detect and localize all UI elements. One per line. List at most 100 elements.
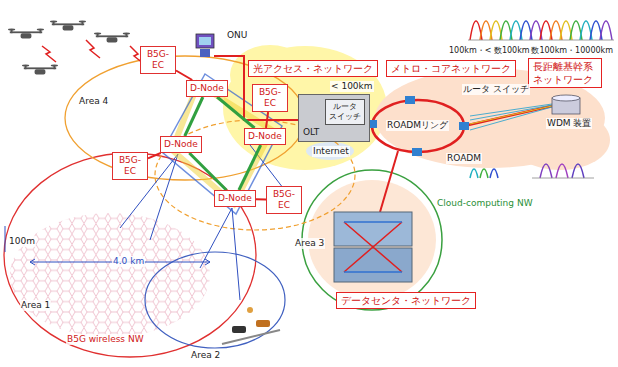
- cloud-label: Internet: [312, 146, 350, 157]
- distance-label: 数100km・10000km: [530, 45, 614, 56]
- onu-icon: [199, 37, 211, 45]
- area-label: Area 3: [294, 238, 325, 249]
- wdm-device: [552, 95, 580, 101]
- dimension-label: 100m: [8, 236, 36, 247]
- optical-spectrum: [540, 164, 552, 178]
- vehicles: [247, 307, 253, 313]
- data-center-photo: [344, 222, 402, 272]
- data-center-photo: [344, 222, 402, 272]
- drones: [8, 29, 44, 39]
- access-link: [148, 153, 161, 158]
- metro-ring: [470, 106, 552, 124]
- distance-label: 100km・< 数100km: [448, 45, 531, 56]
- optical-spectrum: [480, 169, 488, 178]
- drones: [22, 65, 58, 75]
- node-text: B5G-EC: [144, 49, 172, 71]
- network-clouds: [510, 110, 610, 170]
- vehicles: [222, 330, 280, 344]
- device-label: ONU: [226, 30, 248, 41]
- distance-label: < 100km: [330, 81, 374, 92]
- metro-ring: [405, 96, 415, 104]
- metro-ring: [470, 104, 552, 130]
- node-text: ルータ スイッチ: [328, 102, 362, 122]
- node-text: 長距離基幹系 ネットワーク: [533, 60, 597, 86]
- node-text: B5G-EC: [116, 155, 144, 177]
- onu-icon: [196, 34, 298, 120]
- optical-spectrum: [556, 164, 568, 178]
- radio-links: [150, 154, 178, 240]
- node-text: D-Node: [218, 193, 252, 204]
- network-tag: 光アクセス・ネットワーク: [248, 60, 378, 77]
- optical-spectrum: [468, 40, 614, 41]
- edge-computer-box: B5G-EC: [140, 46, 176, 74]
- node-text: 光アクセス・ネットワーク: [253, 62, 373, 75]
- dimension-lines: [5, 226, 6, 252]
- access-link: [256, 198, 266, 200]
- network-clouds: [223, 45, 610, 310]
- ring-label: ROADMリング: [386, 120, 449, 131]
- data-center-photo: [334, 212, 412, 246]
- vehicles: [256, 320, 270, 327]
- node-text: B5G-EC: [256, 87, 284, 109]
- edge-computer-box: B5G-EC: [252, 84, 288, 112]
- network-label: B5G wireless NW: [66, 334, 145, 345]
- network-label: Cloud-computing NW: [436, 198, 534, 209]
- network-clouds: [306, 142, 354, 160]
- area-label: Area 4: [78, 96, 109, 107]
- d-node-box: D-Node: [160, 136, 202, 153]
- access-link: [176, 71, 192, 80]
- d-node-box: D-Node: [186, 80, 228, 97]
- dimension-lines: [5, 226, 210, 265]
- dimension-label: 4.0 km: [112, 256, 145, 267]
- network-clouds: [308, 180, 436, 300]
- equipment-label: ROADM: [446, 153, 482, 164]
- node-text: D-Node: [248, 131, 282, 142]
- wdm-device: [552, 95, 580, 114]
- metro-ring: [372, 100, 464, 152]
- ring-link: [239, 145, 261, 190]
- drones: [86, 40, 100, 58]
- ring-link: [217, 97, 254, 128]
- metro-ring: [380, 151, 398, 212]
- optical-spectrum: [572, 164, 584, 178]
- router-switch-box: ルータ スイッチ: [325, 99, 365, 125]
- ring-link: [189, 153, 226, 190]
- equipment-label: WDM 装置: [546, 118, 592, 129]
- optical-spectrum: [600, 21, 612, 40]
- area-outlines: [10, 213, 210, 337]
- network-tag: 長距離基幹系 ネットワーク: [528, 58, 602, 88]
- optical-spectrum: [490, 169, 498, 178]
- radio-links: [200, 208, 232, 268]
- edge-computer-box: B5G-EC: [266, 186, 302, 214]
- onu-icon: [196, 34, 214, 48]
- node-text: B5G-EC: [270, 189, 298, 211]
- area-label: Area 1: [20, 300, 51, 311]
- node-text: D-Node: [164, 139, 198, 150]
- optical-spectrum: [532, 178, 594, 179]
- d-node-box: D-Node: [214, 190, 256, 207]
- access-link: [266, 112, 268, 128]
- metro-ring: [366, 96, 552, 212]
- data-center-photo: [334, 248, 412, 282]
- network-tag: メトロ・コアネットワーク: [386, 60, 516, 77]
- drones: [42, 46, 56, 62]
- metro-ring: [464, 106, 552, 126]
- vehicles: [222, 307, 280, 344]
- optical-spectrum: [470, 169, 478, 178]
- node-text: OLT: [303, 127, 319, 138]
- vehicles: [232, 326, 246, 333]
- data-center-photo: [334, 212, 412, 282]
- edge-computer-box: B5G-EC: [112, 152, 148, 180]
- network-tag: データセンタ・ネットワーク: [336, 292, 476, 309]
- metro-ring: [459, 122, 469, 130]
- drones: [8, 21, 144, 75]
- radio-links: [232, 208, 240, 300]
- node-text: D-Node: [190, 83, 224, 94]
- node-text: データセンタ・ネットワーク: [341, 294, 471, 307]
- olt-box: OLT ルータ スイッチ: [298, 94, 370, 142]
- network-clouds: [223, 46, 387, 170]
- d-node-box: D-Node: [244, 128, 286, 145]
- area-outlines: [4, 153, 256, 357]
- onu-icon: [200, 49, 210, 57]
